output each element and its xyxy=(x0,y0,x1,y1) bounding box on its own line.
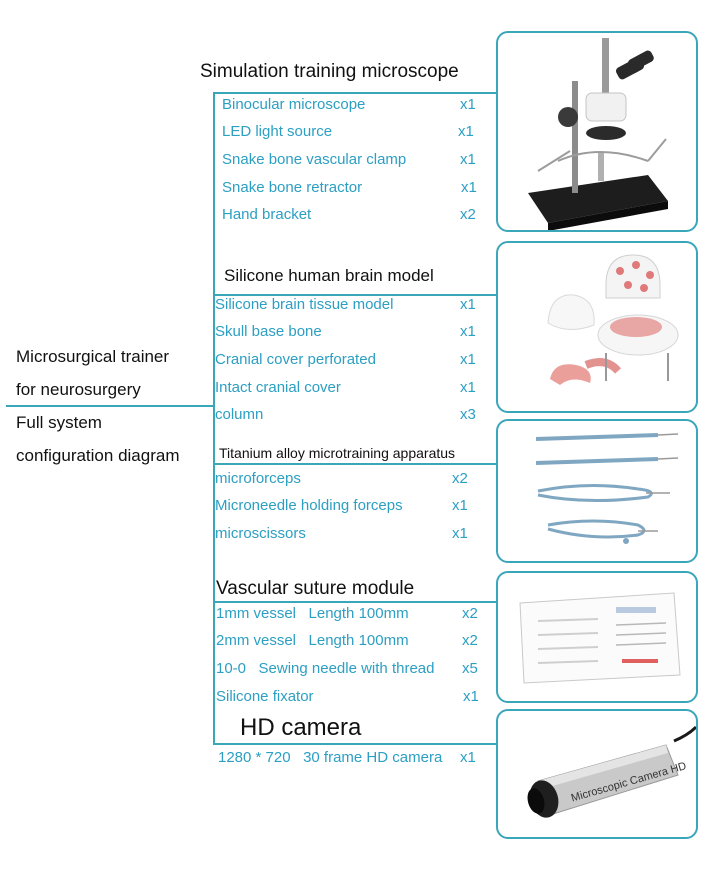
root-label-line1: Microsurgical trainer xyxy=(16,347,170,366)
qty-bone-retractor: x1 xyxy=(461,179,477,196)
qty-binocular-microscope: x1 xyxy=(460,96,476,113)
connector-brain xyxy=(213,294,497,296)
item-brain-tissue-model: Silicone brain tissue model xyxy=(215,296,394,313)
connector-microscope xyxy=(213,92,497,94)
connector-suture xyxy=(213,601,497,603)
item-cranial-cover-perforated: Cranial cover perforated xyxy=(215,351,376,368)
item-microforceps: microforceps xyxy=(215,470,301,487)
root-label-line4: configuration diagram xyxy=(16,446,180,465)
qty-vascular-clamp: x1 xyxy=(460,151,476,168)
qty-cranial-cover-perforated: x1 xyxy=(460,351,476,368)
root-label-line3: Full system xyxy=(16,413,102,432)
item-silicone-fixator: Silicone fixator xyxy=(216,688,314,705)
section-title-hd-camera: HD camera xyxy=(240,714,362,741)
brain-model-image xyxy=(496,241,698,413)
qty-skull-base-bone: x1 xyxy=(460,323,476,340)
qty-microforceps: x2 xyxy=(452,470,468,487)
qty-2mm-vessel: x2 xyxy=(462,632,478,649)
suture-module-image xyxy=(496,571,698,703)
section-title-brain-model: Silicone human brain model xyxy=(224,266,434,285)
qty-brain-tissue-model: x1 xyxy=(460,296,476,313)
camera-illustration: Microscopic Camera HD xyxy=(527,725,696,818)
item-led-light-source: LED light source xyxy=(222,123,333,140)
item-intact-cranial-cover: Intact cranial cover xyxy=(215,379,341,396)
item-vascular-clamp: Snake bone vascular clamp xyxy=(222,151,407,168)
item-skull-base-bone: Skull base bone xyxy=(215,323,322,340)
qty-hand-bracket: x2 xyxy=(460,206,476,223)
item-sewing-needle: 10-0 Sewing needle with thread xyxy=(216,660,435,677)
item-column: column xyxy=(215,406,264,423)
item-bone-retractor: Snake bone retractor xyxy=(222,179,363,196)
instruments-illustration xyxy=(535,433,679,544)
qty-intact-cranial-cover: x1 xyxy=(460,379,476,396)
microscope-image xyxy=(496,31,698,232)
qty-silicone-fixator: x1 xyxy=(463,688,479,705)
camera-image: Microscopic Camera HD xyxy=(496,709,698,839)
brain-model-illustration xyxy=(547,254,679,385)
item-hd-camera: 1280 * 720 30 frame HD camera xyxy=(218,749,443,766)
root-label: Microsurgical trainer for neurosurgery F… xyxy=(16,340,179,472)
item-needle-holding-forceps: Microneedle holding forceps xyxy=(215,497,403,514)
root-label-line2: for neurosurgery xyxy=(16,380,141,399)
qty-microscissors: x1 xyxy=(452,525,468,542)
qty-needle-holding-forceps: x1 xyxy=(452,497,468,514)
microscope-illustration xyxy=(528,38,668,230)
qty-hd-camera: x1 xyxy=(460,749,476,766)
qty-1mm-vessel: x2 xyxy=(462,605,478,622)
vertical-trunk xyxy=(213,92,215,744)
qty-column: x3 xyxy=(460,406,476,423)
item-microscissors: microscissors xyxy=(215,525,306,542)
item-hand-bracket: Hand bracket xyxy=(222,206,312,223)
instruments-image xyxy=(496,419,698,563)
connector-instruments xyxy=(213,463,497,465)
section-title-suture-module: Vascular suture module xyxy=(216,578,415,599)
section-title-microscope: Simulation training microscope xyxy=(200,61,459,82)
qty-led-light-source: x1 xyxy=(458,123,474,140)
section-title-instruments: Titanium alloy microtraining apparatus xyxy=(219,445,456,461)
suture-module-illustration xyxy=(519,592,681,684)
item-binocular-microscope: Binocular microscope xyxy=(222,96,366,113)
item-1mm-vessel: 1mm vessel Length 100mm xyxy=(216,605,409,622)
qty-sewing-needle: x5 xyxy=(462,660,478,677)
connector-camera xyxy=(213,743,497,745)
root-connector xyxy=(6,405,214,407)
item-2mm-vessel: 2mm vessel Length 100mm xyxy=(216,632,409,649)
